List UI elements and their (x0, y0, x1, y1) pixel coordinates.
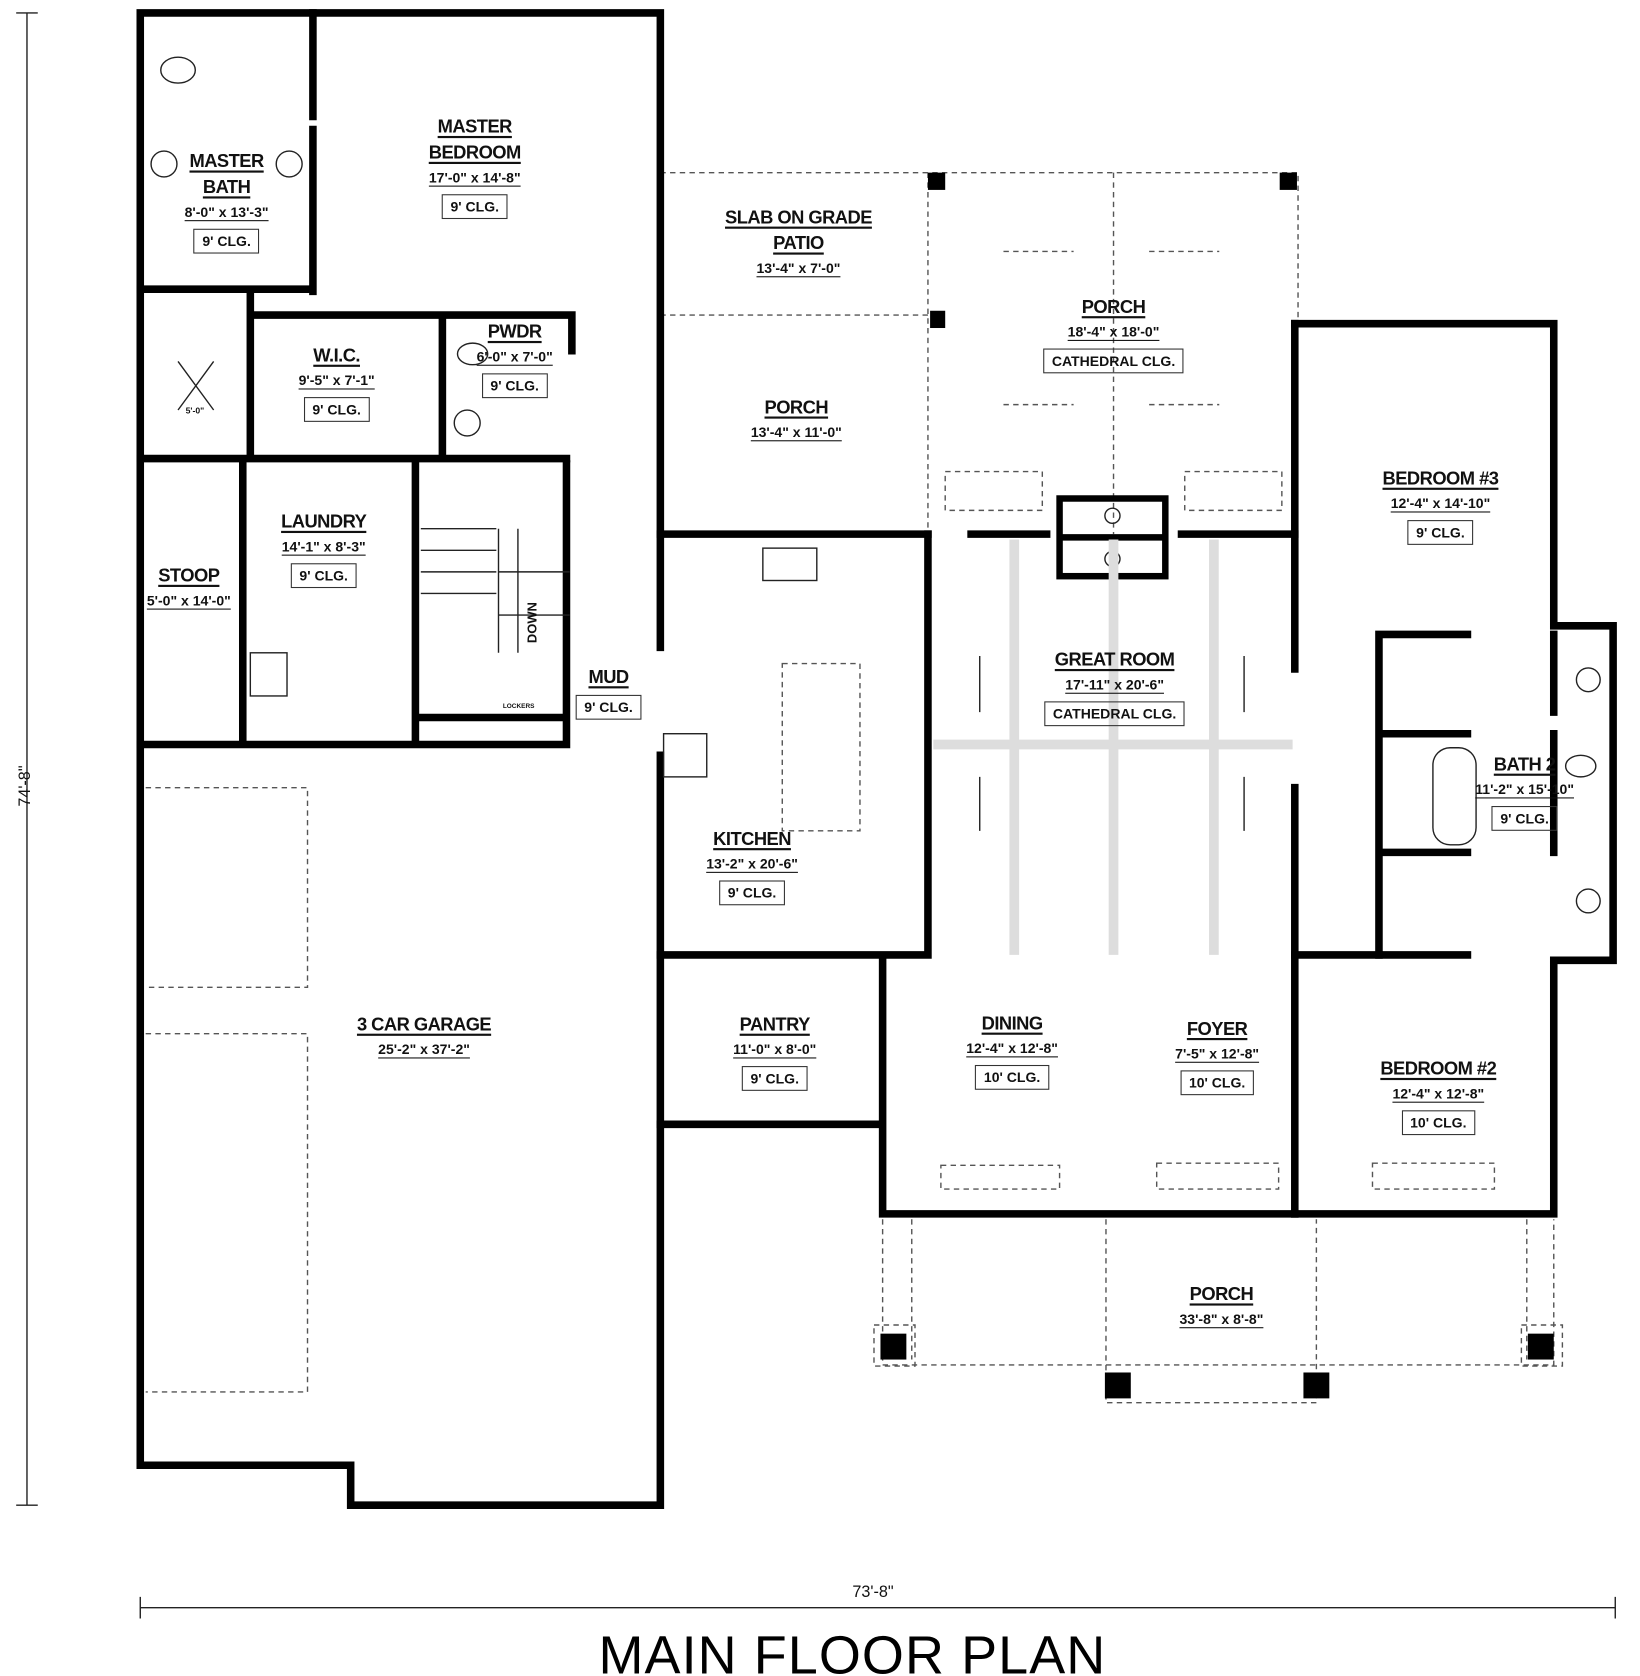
room-label: GREAT ROOM 17'-11" x 20'-6" CATHEDRAL CLG. (1044, 647, 1185, 727)
room-dimensions: 18'-4" x 18'-0" (1067, 323, 1160, 340)
room-dimensions: 14'-1" x 8'-3" (281, 538, 366, 555)
fixtures (150, 56, 1601, 1190)
lockers-label: LOCKERS (502, 703, 535, 710)
room-label: KITCHEN 13'-2" x 20'-6" 9' CLG. (706, 827, 798, 906)
ceiling-height-box: 9' CLG. (575, 694, 642, 720)
ceiling-height-box: 9' CLG. (1491, 806, 1558, 831)
room-dimensions: 25'-2" x 37'-2" (378, 1041, 470, 1058)
room-label: PORCH 13'-4" x 11'-0" (751, 395, 842, 445)
room-name: BEDROOM (428, 142, 522, 163)
room-name: PWDR (487, 321, 542, 343)
room-label: BEDROOM #3 12'-4" x 14'-10" 9' CLG. (1383, 466, 1499, 545)
great-room-beams (933, 539, 1293, 955)
room-dimensions: 13'-4" x 11'-0" (750, 424, 842, 441)
room-label: BATH 2 11'-2" x 15'-10" 9' CLG. (1475, 752, 1574, 831)
room-name: BATH 2 (1493, 754, 1556, 775)
ceiling-height-box: 10' CLG. (1401, 1110, 1476, 1136)
room-name: MASTER (189, 151, 264, 172)
dimension-lines (16, 12, 1616, 1619)
room-name: PORCH (1189, 1284, 1254, 1305)
room-dimensions: 12'-4" x 12'-8" (1392, 1085, 1485, 1102)
room-label: LAUNDRY 14'-1" x 8'-3" 9' CLG. (281, 509, 367, 589)
ceiling-height-box: 9' CLG. (303, 397, 370, 422)
room-name: SLAB ON GRADE (725, 207, 872, 228)
room-dimensions: 33'-8" x 8'-8" (1179, 1310, 1264, 1328)
shower-dimension: 5'-0" (185, 405, 205, 416)
ceiling-height-box: 10' CLG. (975, 1064, 1049, 1090)
room-name: FOYER (1186, 1018, 1248, 1040)
room-dimensions: 17'-0" x 14'-8" (428, 169, 521, 186)
room-dimensions: 13'-4" x 7'-0" (756, 260, 841, 277)
room-dimensions: 6'-0" x 7'-0" (476, 348, 553, 365)
ceiling-height-box: CATHEDRAL CLG. (1043, 348, 1184, 374)
walls (136, 9, 1617, 1509)
garage-doors (145, 786, 309, 1393)
room-label: MASTER BATH 8'-0" x 13'-3" 9' CLG. (185, 149, 269, 254)
ceiling-height-box: 9' CLG. (290, 563, 357, 589)
ceiling-height-box: 10' CLG. (1180, 1070, 1254, 1096)
room-dimensions: 11'-2" x 15'-10" (1475, 781, 1574, 798)
room-label: 3 CAR GARAGE 25'-2" x 37'-2" (356, 1012, 492, 1062)
room-name: BATH (202, 176, 251, 198)
room-name: PATIO (773, 233, 824, 254)
room-dimensions: 9'-5" x 7'-1" (298, 372, 375, 389)
room-name: PORCH (1081, 296, 1146, 318)
room-name: MASTER (437, 116, 513, 138)
room-name: STOOP (158, 565, 220, 586)
room-label: MUD 9' CLG. (575, 665, 642, 720)
room-dimensions: 8'-0" x 13'-3" (184, 203, 269, 221)
room-dimensions: 12'-4" x 14'-10" (1390, 495, 1491, 512)
room-dimensions: 7'-5" x 12'-8" (1175, 1045, 1260, 1062)
room-name: W.I.C. (313, 345, 360, 366)
room-name: DINING (981, 1013, 1044, 1034)
overall-depth-dimension: 74'-8" (15, 765, 35, 807)
room-dimensions: 11'-0" x 8'-0" (733, 1041, 817, 1058)
room-label: PANTRY 11'-0" x 8'-0" 9' CLG. (733, 1012, 816, 1091)
room-label: BEDROOM #2 12'-4" x 12'-8" 10' CLG. (1380, 1056, 1497, 1136)
ceiling-height-box: 9' CLG. (193, 228, 260, 254)
plan-title: MAIN FLOOR PLAN (598, 1624, 1106, 1676)
room-name: KITCHEN (713, 828, 791, 850)
room-dimensions: 13'-2" x 20'-6" (706, 855, 798, 872)
room-label: MASTER BEDROOM 17'-0" x 14'-8" 9' CLG. (428, 114, 522, 220)
room-label: PWDR 6'-0" x 7'-0" 9' CLG. (476, 319, 553, 399)
room-dimensions: 17'-11" x 20'-6" (1065, 676, 1164, 693)
ceiling-height-box: 9' CLG. (719, 880, 785, 906)
room-label: SLAB ON GRADE PATIO 13'-4" x 7'-0" (725, 205, 872, 281)
room-label: PORCH 18'-4" x 18'-0" CATHEDRAL CLG. (1043, 295, 1184, 374)
room-label: DINING 12'-4" x 12'-8" 10' CLG. (966, 1011, 1058, 1090)
ceiling-height-box: 9' CLG. (741, 1066, 808, 1091)
room-name: PANTRY (739, 1014, 811, 1035)
stair-label: DOWN (524, 602, 540, 644)
ceiling-height-box: 9' CLG. (441, 194, 508, 220)
room-name: BEDROOM #2 (1380, 1058, 1497, 1079)
room-name: BEDROOM #3 (1382, 468, 1499, 489)
overall-width-dimension: 73'-8" (852, 1582, 894, 1602)
room-label: STOOP 5'-0" x 14'-0" (147, 563, 231, 613)
room-name: LAUNDRY (281, 511, 367, 532)
ceiling-height-box: CATHEDRAL CLG. (1044, 701, 1185, 727)
room-label: PORCH 33'-8" x 8'-8" (1179, 1282, 1263, 1332)
room-dimensions: 5'-0" x 14'-0" (146, 592, 231, 609)
room-label: FOYER 7'-5" x 12'-8" 10' CLG. (1175, 1016, 1260, 1096)
ceiling-height-box: 9' CLG. (1407, 520, 1474, 545)
room-dimensions: 12'-4" x 12'-8" (966, 1040, 1058, 1057)
room-name: PORCH (764, 397, 829, 418)
room-name: 3 CAR GARAGE (356, 1014, 492, 1035)
room-name: GREAT ROOM (1054, 649, 1175, 671)
room-label: W.I.C. 9'-5" x 7'-1" 9' CLG. (299, 343, 375, 422)
ceiling-height-box: 9' CLG. (481, 373, 548, 399)
room-name: MUD (588, 666, 629, 688)
